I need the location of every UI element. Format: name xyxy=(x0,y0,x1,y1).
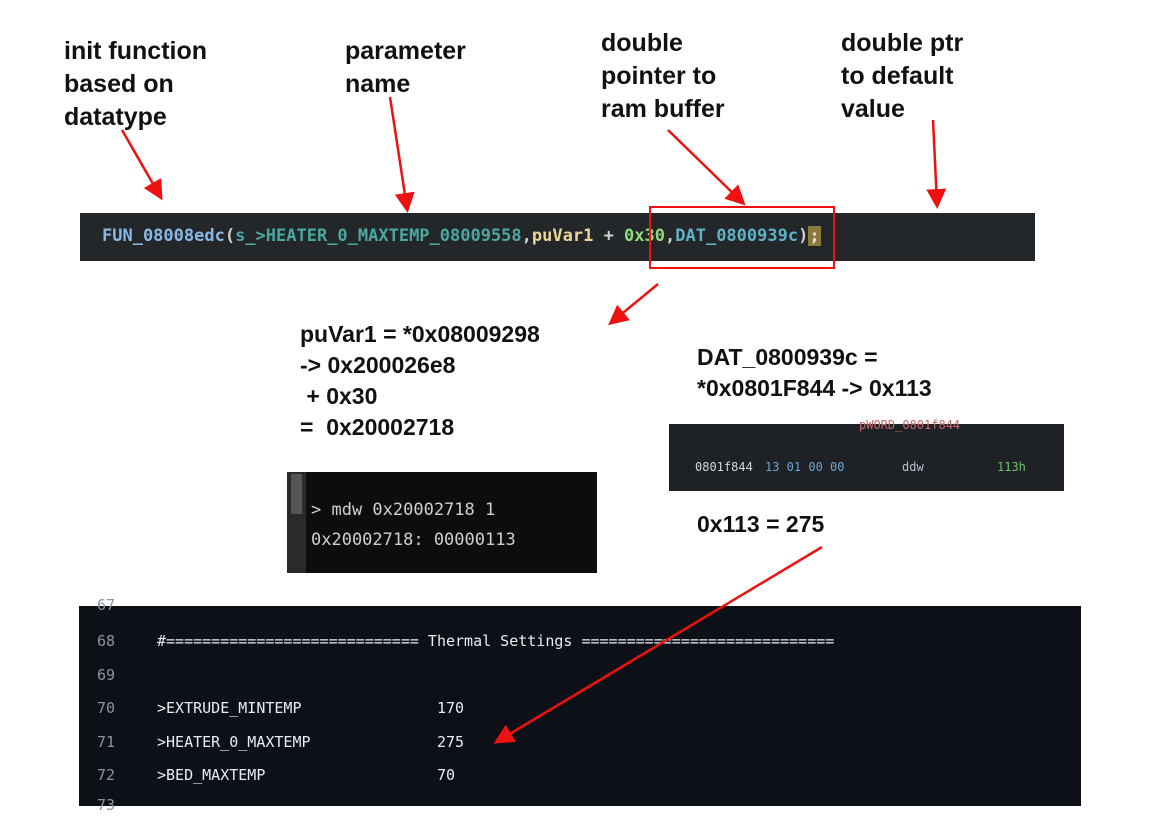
memory-opcode: ddw xyxy=(902,460,924,474)
arrow-to-pointer-note xyxy=(608,283,659,326)
memory-listing: pWORD_0801f844 0801f844 13 01 00 00 ddw … xyxy=(669,418,1064,491)
function-name[interactable]: FUN_08008edc xyxy=(102,226,225,246)
label-init-function: init function based on datatype xyxy=(64,37,208,131)
label-double-pointer: double pointer to ram buffer xyxy=(601,29,725,123)
config-value: 275 xyxy=(437,733,465,751)
text-cursor: ; xyxy=(808,226,821,246)
line-number: 68 xyxy=(97,632,116,650)
memory-address[interactable]: 0801f844 xyxy=(695,460,753,474)
comma: , xyxy=(521,226,532,246)
comma: , xyxy=(665,226,676,246)
plus-operator: + xyxy=(593,226,625,246)
label-double-ptr-default: double ptr to default value xyxy=(841,29,964,123)
dat-dereference-note: DAT_0800939c = *0x0801F844 -> 0x113 xyxy=(697,344,932,401)
config-key: >BED_MAXTEMP xyxy=(157,766,266,784)
config-value: 70 xyxy=(437,766,456,784)
code-line-text: FUN_08008edc(s_>HEATER_0_MAXTEMP_0800955… xyxy=(102,226,821,246)
config-row: 73 xyxy=(79,796,1081,828)
close-paren: ) xyxy=(798,226,809,246)
data-reference[interactable]: DAT_0800939c xyxy=(675,226,799,246)
debugger-terminal: > mdw 0x20002718 1 0x20002718: 00000113 xyxy=(287,472,597,573)
open-paren: ( xyxy=(224,226,236,246)
config-row: 70 >EXTRUDE_MINTEMP 170 xyxy=(79,699,1081,731)
config-row: 71 >HEATER_0_MAXTEMP 275 xyxy=(79,733,1081,765)
highlight-box xyxy=(649,206,835,269)
line-number: 71 xyxy=(97,733,116,751)
string-reference[interactable]: s_>HEATER_0_MAXTEMP_08009558 xyxy=(235,226,522,246)
line-number: 67 xyxy=(97,596,116,614)
section-header: #============================ Thermal Se… xyxy=(157,632,835,650)
config-file-view: 67 68 #============================ Ther… xyxy=(79,596,1081,814)
memory-bytes: 13 01 00 00 xyxy=(765,460,845,474)
line-number: 69 xyxy=(97,666,116,684)
config-key: >EXTRUDE_MINTEMP xyxy=(157,699,302,717)
config-key: >HEATER_0_MAXTEMP xyxy=(157,733,311,751)
line-number: 70 xyxy=(97,699,116,717)
decompiled-code-line: FUN_08008edc(s_>HEATER_0_MAXTEMP_0800955… xyxy=(80,213,1035,261)
arrow-to-config-value xyxy=(493,545,823,744)
arrow-double-pointer xyxy=(667,129,746,206)
memory-value: 113h xyxy=(997,460,1026,474)
config-row: 68 #============================ Thermal… xyxy=(79,632,1081,664)
offset-constant: 0x30 xyxy=(624,226,665,246)
terminal-output: 0x20002718: 00000113 xyxy=(311,530,516,550)
arrow-init-function xyxy=(120,129,163,201)
config-row: 69 xyxy=(79,666,1081,698)
line-number: 73 xyxy=(97,796,116,814)
config-value: 170 xyxy=(437,699,465,717)
pointer-calculation-note: puVar1 = *0x08009298 -> 0x200026e8 + 0x3… xyxy=(300,321,540,440)
label-parameter-name: parameter name xyxy=(345,37,466,98)
arrow-double-ptr-default xyxy=(926,119,947,209)
scrollbar-thumb[interactable] xyxy=(291,474,302,514)
terminal-scrollbar[interactable] xyxy=(287,472,306,573)
hex-conversion-note: 0x113 = 275 xyxy=(697,511,825,537)
memory-label: pWORD_0801f844 xyxy=(859,418,961,432)
config-row: 72 >BED_MAXTEMP 70 xyxy=(79,766,1081,798)
line-number: 72 xyxy=(97,766,116,784)
variable-puvar1[interactable]: puVar1 xyxy=(531,226,594,246)
arrow-parameter-name xyxy=(388,96,415,213)
terminal-command: > mdw 0x20002718 1 xyxy=(311,500,496,520)
config-row: 67 xyxy=(79,596,1081,628)
